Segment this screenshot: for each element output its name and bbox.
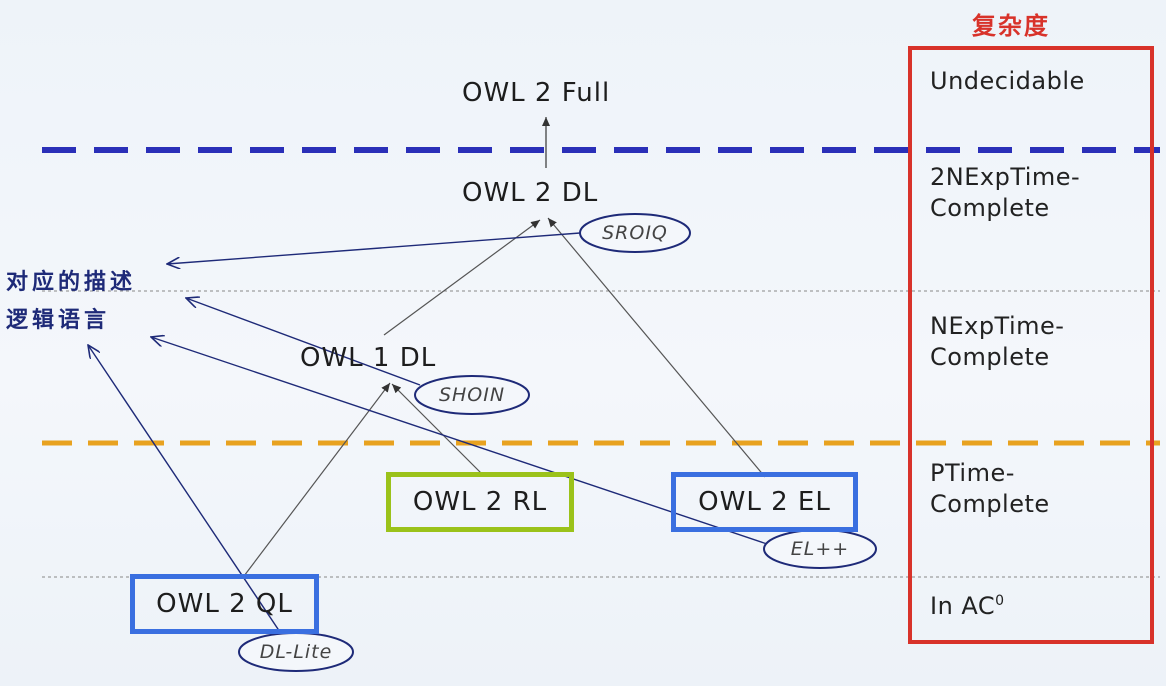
elpp-label: EL++	[790, 538, 850, 560]
dllite-label: DL-Lite	[259, 641, 333, 663]
complexity-ac0: In AC0	[930, 586, 1005, 622]
arrow-elpp-to-annotation	[151, 337, 771, 546]
owl2-full-label: OWL 2 Full	[462, 78, 611, 108]
complexity-nexptime-line-1: NExpTime-	[930, 312, 1065, 340]
annotation-line-1: 对应的描述	[6, 269, 137, 295]
complexity-2nexptime-line-2: Complete	[930, 194, 1050, 222]
arrow-sroiq-to-annotation	[167, 232, 581, 264]
arrow-owl1dl-to-owl2dl	[383, 219, 541, 336]
owl2-el-box: OWL 2 EL	[671, 472, 858, 532]
sroiq-label: SROIQ	[602, 222, 668, 244]
complexity-ac0-superscript: 0	[995, 593, 1005, 609]
complexity-nexptime-line-2: Complete	[930, 343, 1050, 371]
owl1-dl-label: OWL 1 DL	[300, 343, 437, 373]
shoin-ellipse	[414, 375, 530, 415]
arrow-owl2ql-to-owl1dl	[243, 382, 391, 577]
complexity-nexptime: NExpTime- Complete	[930, 311, 1064, 373]
arrow-owl2el-to-owl2dl	[547, 217, 766, 478]
sroiq-ellipse	[579, 213, 691, 253]
complexity-title: 复杂度	[972, 11, 1050, 40]
arrow-owl2rl-to-owl1dl	[391, 383, 483, 475]
arrow-dllite-to-annotation	[88, 345, 293, 651]
complexity-undecidable: Undecidable	[930, 66, 1085, 97]
complexity-ptime-line-2: Complete	[930, 490, 1050, 518]
owl2-ql-box: OWL 2 QL	[130, 574, 319, 634]
complexity-2nexptime: 2NExpTime- Complete	[930, 162, 1080, 224]
arrow-shoin-to-annotation	[186, 298, 421, 386]
annotation-line-2: 逻辑语言	[6, 307, 111, 333]
complexity-2nexptime-line-1: 2NExpTime-	[930, 163, 1081, 191]
complexity-ac0-text: In AC	[930, 592, 996, 620]
complexity-ptime: PTime- Complete	[930, 458, 1050, 520]
complexity-panel	[908, 46, 1154, 644]
complexity-ptime-line-1: PTime-	[930, 459, 1015, 487]
shoin-label: SHOIN	[438, 384, 506, 406]
owl2-rl-box: OWL 2 RL	[386, 472, 574, 532]
complexity-undecidable-line-1: Undecidable	[930, 67, 1085, 95]
owl2-dl-label: OWL 2 DL	[462, 178, 599, 208]
